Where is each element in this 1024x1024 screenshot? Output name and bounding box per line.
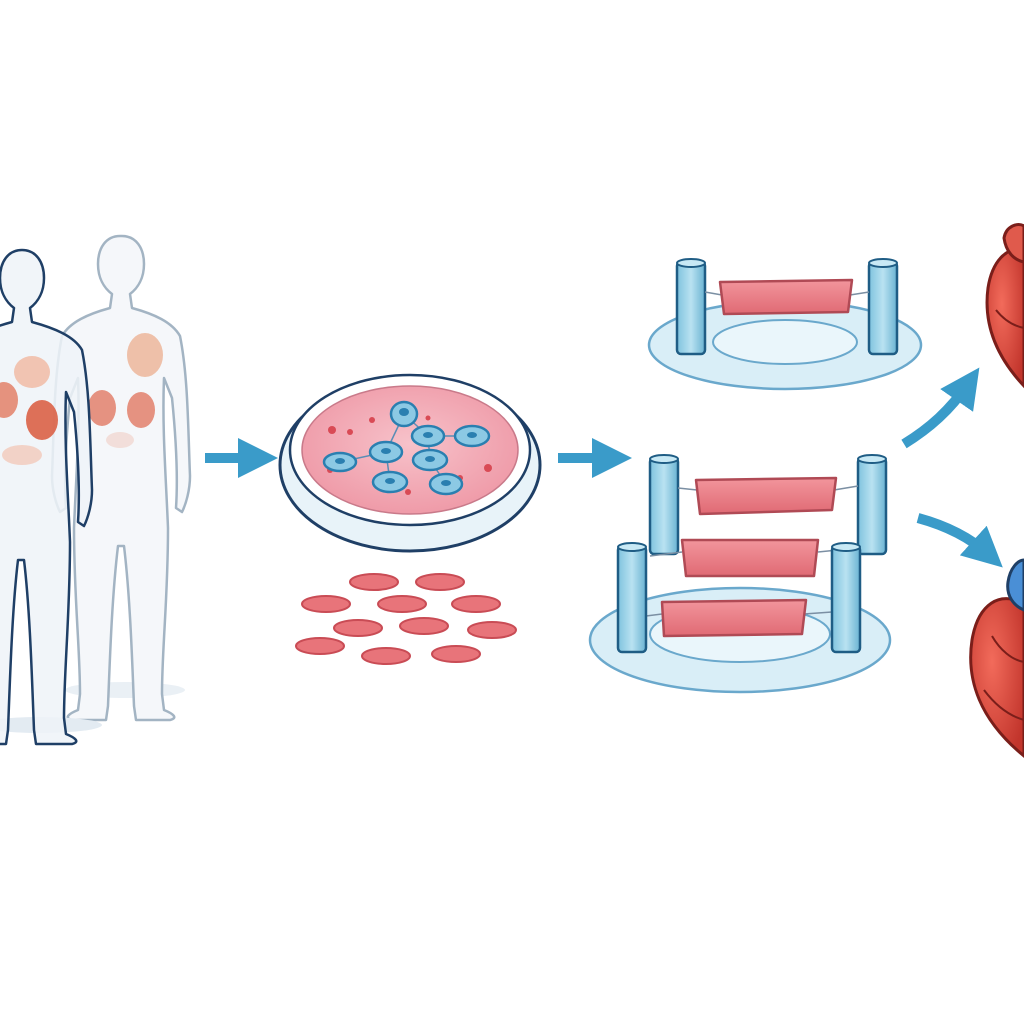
heart-lower-icon [969, 558, 1024, 758]
bioreactor-single-icon [647, 258, 923, 391]
petri-dish-icon [278, 373, 542, 553]
front-human-figure [0, 248, 102, 746]
bioreactor-stack-icon [588, 454, 892, 694]
heart-upper-icon [985, 223, 1024, 389]
back-human-figure [50, 234, 192, 722]
arrow-up-curve [901, 367, 980, 449]
human-figures-icon [0, 234, 192, 746]
red-blood-cells [295, 573, 517, 665]
arrow-down-curve [916, 513, 1003, 568]
